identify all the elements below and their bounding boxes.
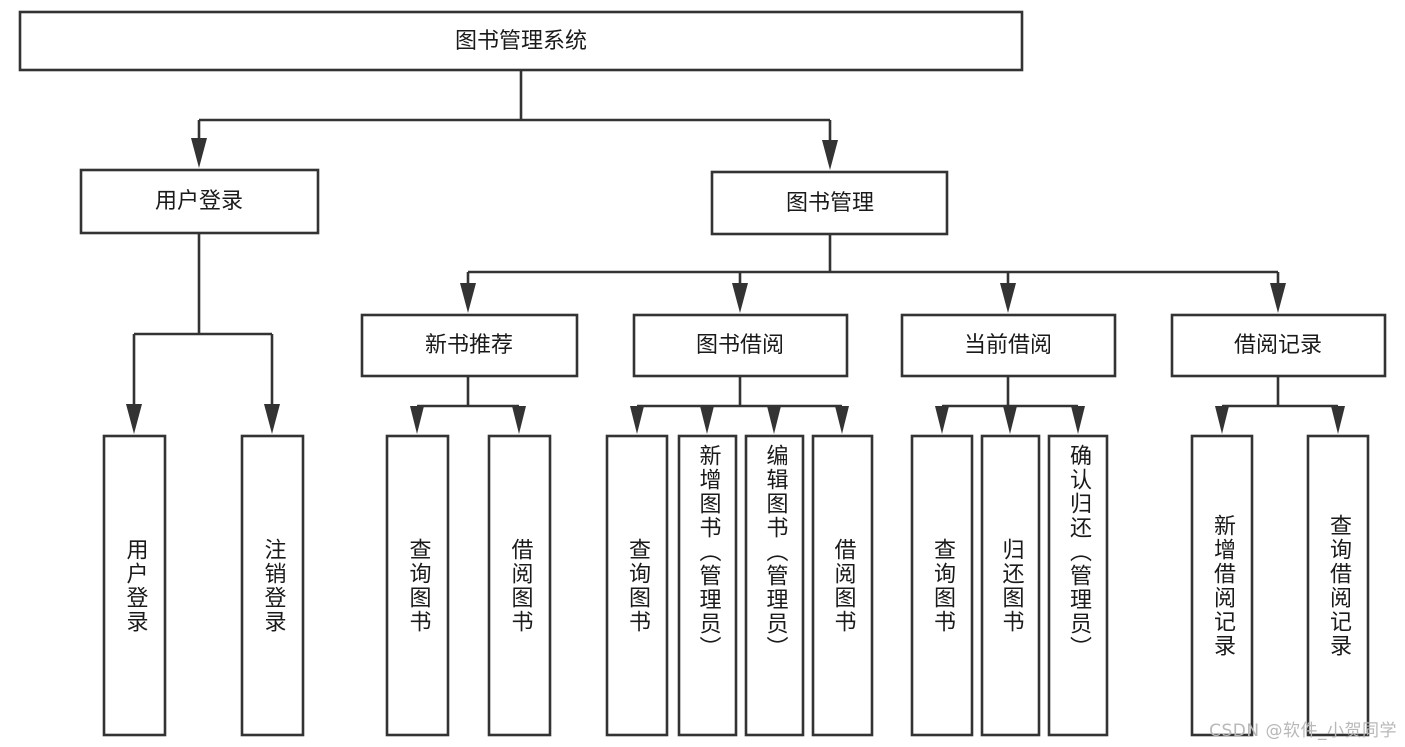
- node-new-book-rec-label: 新书推荐: [425, 333, 513, 358]
- arrow-head-user-login: [191, 138, 207, 168]
- csdn-watermark: CSDN @软件_小贺同学: [1209, 721, 1397, 741]
- node-borrow-record-label: 借阅记录: [1234, 333, 1322, 358]
- connector-group-borrow-record: [1215, 376, 1345, 434]
- node-borrow-record-box[interactable]: [1170, 313, 1387, 378]
- arrow-head-borrow-record: [1270, 283, 1286, 313]
- node-root-box[interactable]: [18, 10, 1024, 72]
- arrow-head-leaf-logout: [264, 404, 280, 434]
- node-leaf-confirm-return-box[interactable]: [1047, 434, 1109, 737]
- arrow-head-leaf-return-book: [1003, 406, 1017, 434]
- arrow-head-book-borrow: [732, 283, 748, 313]
- arrow-head-leaf-query-record: [1331, 406, 1345, 434]
- connector-group-current-borrow: [935, 376, 1085, 434]
- arrow-head-leaf-query-book-2: [630, 406, 644, 434]
- node-book-manage-box[interactable]: [710, 170, 949, 236]
- connector-group-root: [191, 71, 838, 170]
- arrow-head-book-manage: [822, 140, 838, 170]
- arrow-head-leaf-borrow-book-2: [835, 406, 849, 434]
- node-new-book-rec-box[interactable]: [360, 313, 579, 378]
- node-leaf-borrow-book-2-box[interactable]: [811, 434, 874, 737]
- node-leaf-query-book-3-box[interactable]: [910, 434, 974, 737]
- arrow-head-current-borrow: [1000, 283, 1016, 313]
- node-current-borrow-box[interactable]: [900, 313, 1117, 378]
- arrow-head-leaf-query-book-3: [935, 406, 949, 434]
- arrow-head-new-book-rec: [460, 283, 476, 313]
- node-book-manage-label: 图书管理: [786, 191, 874, 216]
- node-leaf-borrow-book-1-box[interactable]: [487, 434, 552, 737]
- connector-group-new-book-rec: [410, 376, 526, 434]
- arrow-head-leaf-add-book: [700, 406, 714, 434]
- node-leaf-edit-book-box[interactable]: [744, 434, 805, 737]
- node-root-label: 图书管理系统: [455, 29, 587, 54]
- arrow-head-leaf-query-book-1: [410, 406, 424, 434]
- node-book-borrow-box[interactable]: [632, 313, 849, 378]
- arrow-head-leaf-confirm-return: [1071, 406, 1085, 434]
- node-leaf-user-login-box[interactable]: [102, 434, 167, 737]
- node-leaf-add-book-box[interactable]: [677, 434, 738, 737]
- node-leaf-query-book-1-box[interactable]: [385, 434, 450, 737]
- node-book-borrow-label: 图书借阅: [696, 333, 784, 358]
- connector-group-book-borrow: [630, 376, 849, 434]
- node-current-borrow-label: 当前借阅: [964, 333, 1052, 358]
- arrow-head-leaf-borrow-book-1: [512, 406, 526, 434]
- node-leaf-query-book-2-box[interactable]: [605, 434, 669, 737]
- node-user-login-label: 用户登录: [155, 189, 243, 214]
- connector-group-book-manage: [460, 234, 1286, 313]
- node-leaf-logout-box[interactable]: [240, 434, 305, 737]
- connector-group-user-login: [126, 233, 280, 434]
- node-user-login-box[interactable]: [79, 168, 320, 235]
- arrow-head-leaf-add-record: [1215, 406, 1229, 434]
- arrow-head-leaf-edit-book: [767, 406, 781, 434]
- node-leaf-add-record-box[interactable]: [1190, 434, 1254, 737]
- node-leaf-return-book-box[interactable]: [980, 434, 1041, 737]
- node-leaf-query-record-box[interactable]: [1306, 434, 1370, 737]
- arrow-head-leaf-user-login: [126, 404, 142, 434]
